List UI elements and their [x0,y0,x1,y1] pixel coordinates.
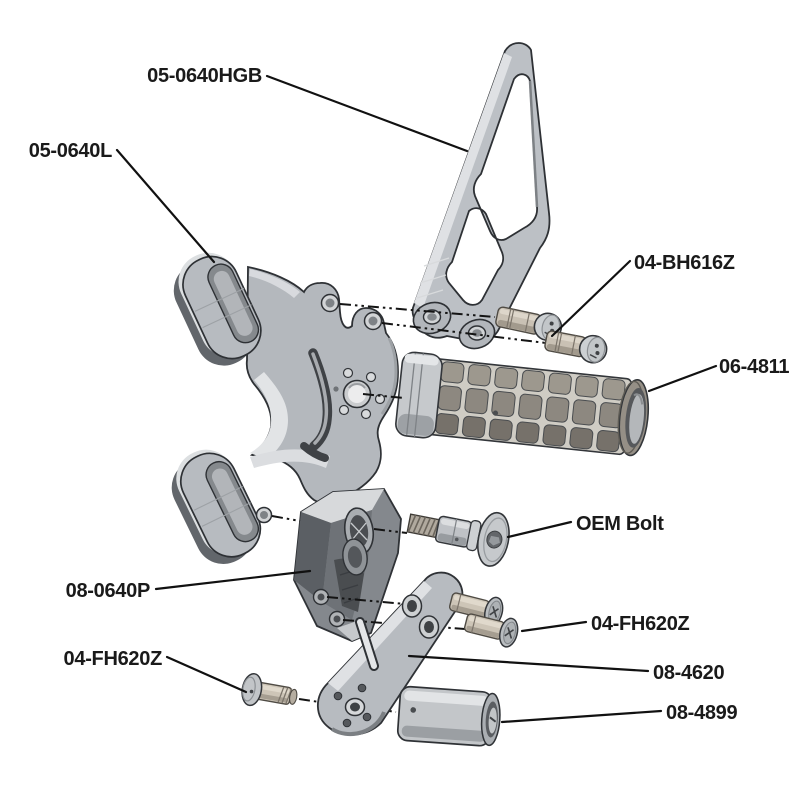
centerline-oem-bolt [373,528,408,534]
bracket-curved-slot [300,348,333,462]
hanger-left-strut-highlight [414,53,512,308]
bracket-top-boss [173,252,262,366]
bracket-lobe-hole-2 [363,311,383,331]
centerline-toe-pivot [271,515,301,522]
bracket-peg-mount-hole [333,367,386,420]
leader-toe-block [154,569,312,591]
leader-button-bolts [550,259,632,338]
hanger-mount-boss-1 [412,301,452,335]
leader-hanger [265,74,469,153]
toe-block-left-face [294,512,331,602]
toe-block-top-face [301,489,384,523]
footpeg-open-end [617,379,650,457]
centerline-footpeg-axis [362,393,405,399]
label-fh-screw-l: 04-FH620Z [64,648,163,670]
label-button-bolts: 04-BH616Z [634,252,735,274]
flat-head-screw-right-2 [463,613,519,648]
label-bracket: 05-0640L [29,140,112,162]
leader-fh-screws-r [520,620,588,633]
arm-flange [330,683,386,737]
heel-guard-hanger-bracket [411,42,551,350]
pedal-pivot-block [293,488,402,642]
footpeg-knurl-pads [435,361,626,453]
pedal-arm-link [317,571,464,737]
flat-head-screw-right-1 [448,592,504,627]
label-fh-screws-r: 04-FH620Z [591,613,690,635]
bracket-toe-pivot-hole [255,506,273,524]
toe-block-pivot-bore [342,507,375,576]
centerline-upper-bolt-1 [339,303,496,318]
arm-upper-holes [401,594,440,639]
leader-oem-bolt [506,520,573,539]
leader-bracket [115,148,216,264]
footpeg-collar [395,351,443,439]
bracket-u-trough-highlight [250,372,288,459]
leader-footpeg [647,364,718,393]
leader-arm [407,654,650,673]
label-oem-bolt: OEM Bolt [576,513,664,535]
label-toe-block: 08-0640P [66,580,150,602]
leader-lines [115,74,718,724]
main-rearset-bracket [171,252,399,564]
bracket-lobe-hole-1 [320,293,340,313]
bracket-top-edge-highlight [249,269,300,298]
leader-fh-screw-l [165,655,248,694]
centerline-arm-screw-1 [326,596,451,609]
knurled-footpeg [395,351,650,457]
label-spacer: 08-4899 [666,702,737,724]
bracket-bottom-boss [171,449,262,564]
label-footpeg: 06-4811 [719,356,789,378]
oem-shoulder-bolt [406,511,510,567]
leader-spacer [500,709,663,724]
spacer-sleeve [396,685,501,747]
label-hanger: 05-0640HGB [147,65,262,87]
spacer-open-end [480,692,501,747]
toe-block-screw-holes [312,588,346,628]
label-arm: 08-4620 [653,662,724,684]
part-labels: 05-0640HGB 05-0640L 04-BH616Z 06-4811 OE… [29,65,790,724]
arm-adjust-slot [355,617,379,671]
flat-head-screw-single [241,672,298,707]
button-head-bolt-2 [544,330,608,364]
